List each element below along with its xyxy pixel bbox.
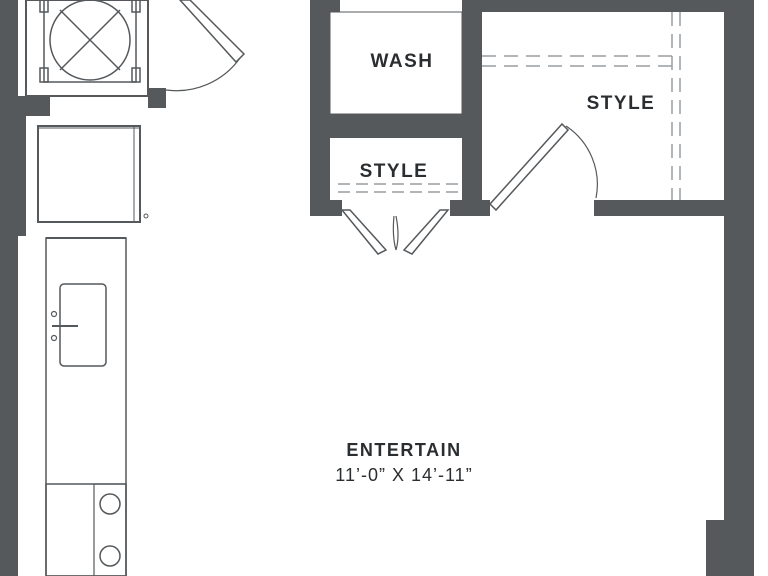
style-closet bbox=[338, 183, 462, 193]
walkin-top-wall bbox=[462, 0, 724, 12]
kitchen-wall-stub bbox=[18, 96, 26, 236]
range-icon bbox=[45, 483, 127, 576]
wash-room bbox=[329, 11, 463, 115]
utility-closet bbox=[25, 0, 246, 97]
utility-door bbox=[165, 0, 246, 92]
sink-icon bbox=[50, 283, 107, 367]
kitchen-counter bbox=[45, 237, 127, 576]
entertain-dimensions: 11’-0” X 14’-11” bbox=[335, 465, 472, 485]
walkin-bottom-wall bbox=[594, 200, 724, 216]
bath-top-stub bbox=[310, 0, 340, 12]
style-closet-label: STYLE bbox=[360, 161, 429, 182]
wash-label: WASH bbox=[371, 51, 434, 72]
wash-closet-divider bbox=[310, 114, 482, 138]
utility-closet-outline bbox=[25, 0, 149, 97]
refrigerator-icon bbox=[37, 125, 149, 223]
utility-bottom-wall bbox=[18, 96, 50, 116]
left-exterior-wall bbox=[0, 0, 18, 576]
closet-right-stub bbox=[450, 200, 490, 216]
bifold-doors bbox=[340, 209, 450, 255]
entertain-label: ENTERTAIN bbox=[346, 440, 461, 460]
door-jamb bbox=[148, 88, 166, 108]
right-exterior-wall bbox=[724, 0, 754, 520]
right-wall-jog bbox=[706, 520, 754, 576]
bath-left-wall bbox=[310, 0, 330, 216]
walkin-door bbox=[488, 122, 598, 212]
fan-unit-icon bbox=[39, 0, 141, 83]
walkin-closet bbox=[482, 12, 681, 200]
bath-right-wall bbox=[462, 0, 482, 216]
counter-outline bbox=[45, 237, 127, 576]
style-walkin-label: STYLE bbox=[587, 93, 656, 114]
closet-left-stub bbox=[310, 200, 342, 216]
